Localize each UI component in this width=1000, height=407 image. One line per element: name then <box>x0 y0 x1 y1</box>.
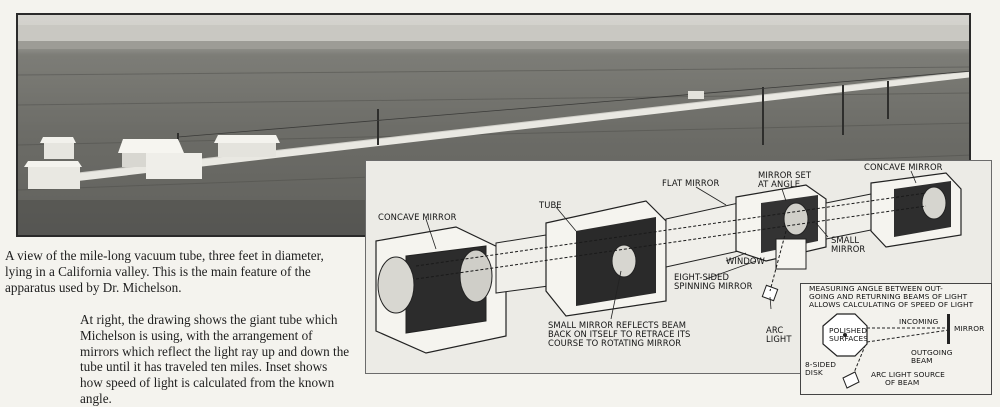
middle-housing <box>545 200 667 317</box>
right-housing <box>870 172 962 248</box>
label-mirror-set-1: MIRROR SET <box>758 170 812 180</box>
label-arc-2: LIGHT <box>766 334 792 344</box>
label-outgoing-1: OUTGOING <box>911 348 953 357</box>
label-disk-1: 8-SIDED <box>805 360 836 369</box>
caption-drawing: At right, the drawing shows the giant tu… <box>80 312 350 406</box>
label-mirror: MIRROR <box>954 324 985 333</box>
label-polished-1: POLISHED <box>829 326 867 335</box>
left-housing <box>375 226 507 354</box>
apparatus-drawing: CONCAVE MIRROR TUBE FLAT MIRROR MIRROR S… <box>365 160 992 374</box>
label-tube: TUBE <box>539 200 562 210</box>
caption-photo: A view of the mile-long vacuum tube, thr… <box>5 248 324 295</box>
label-eight-sided-1: EIGHT-SIDED <box>674 272 729 282</box>
label-measuring-1: MEASURING ANGLE BETWEEN OUT- <box>809 284 943 293</box>
label-small-mirror-2: MIRROR <box>831 244 866 254</box>
inset-diagram: MEASURING ANGLE BETWEEN OUT- GOING AND R… <box>800 283 992 395</box>
sheds <box>24 91 704 189</box>
label-mirror-set-2: AT ANGLE <box>758 179 801 189</box>
label-flat-mirror: FLAT MIRROR <box>662 178 720 188</box>
apparatus-illustration <box>375 170 962 354</box>
label-arc-source-1: ARC LIGHT SOURCE <box>871 370 945 379</box>
label-arc-source-2: OF BEAM <box>885 378 920 387</box>
label-small-reflects-3: COURSE TO ROTATING MIRROR <box>548 338 682 348</box>
label-arc-1: ARC <box>766 325 784 335</box>
label-small-reflects-2: BACK ON ITSELF TO RETRACE ITS <box>548 329 691 339</box>
inset-illustration <box>822 313 950 389</box>
label-measuring-3: ALLOWS CALCULATING OF SPEED OF LIGHT <box>809 300 974 309</box>
label-outgoing-2: BEAM <box>911 356 933 365</box>
label-concave-mirror-right: CONCAVE MIRROR <box>864 162 943 172</box>
mirror-set-housing <box>735 184 827 302</box>
label-measuring-2: GOING AND RETURNING BEAMS OF LIGHT <box>809 292 968 301</box>
label-disk-2: DISK <box>805 368 823 377</box>
label-small-reflects-1: SMALL MIRROR REFLECTS BEAM <box>548 320 687 330</box>
label-small-mirror-1: SMALL <box>831 235 860 245</box>
label-concave-mirror-left: CONCAVE MIRROR <box>378 212 457 222</box>
label-window: WINDOW <box>726 256 765 266</box>
label-eight-sided-2: SPINNING MIRROR <box>674 281 753 291</box>
label-polished-2: SURFACES <box>829 334 869 343</box>
label-incoming: INCOMING <box>899 317 939 326</box>
